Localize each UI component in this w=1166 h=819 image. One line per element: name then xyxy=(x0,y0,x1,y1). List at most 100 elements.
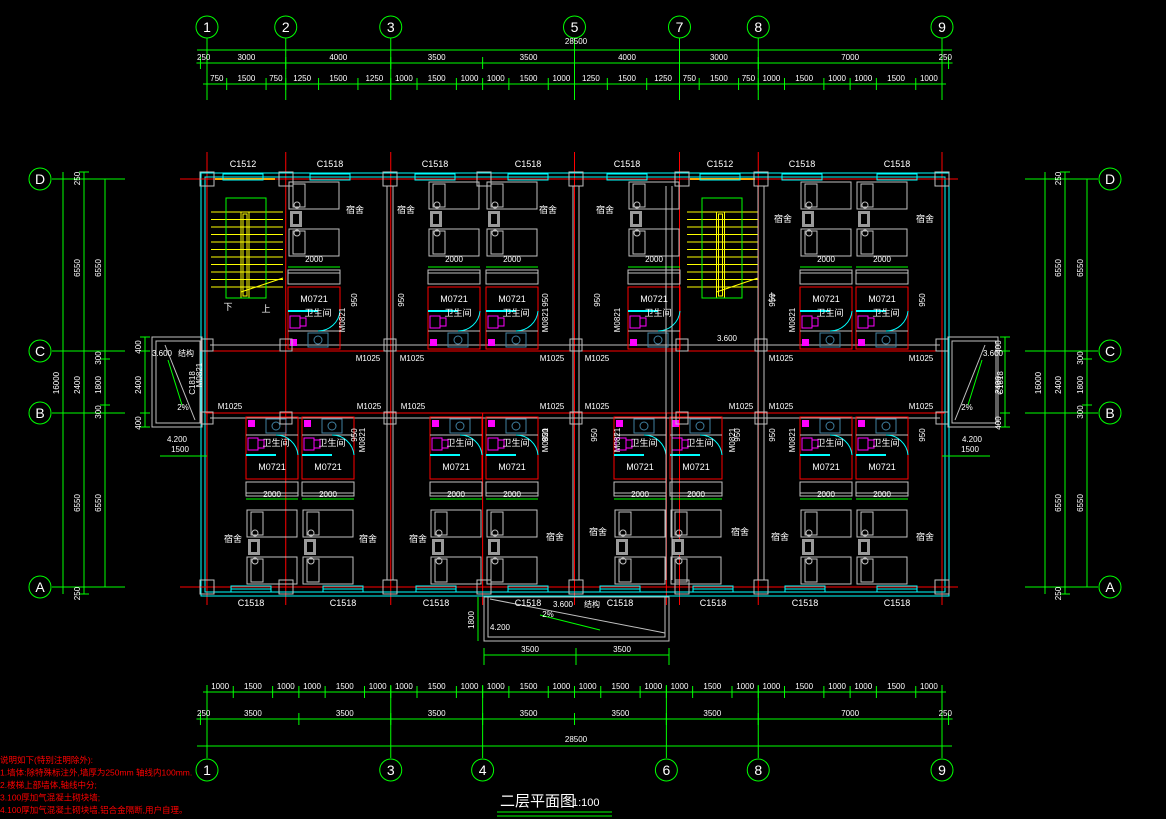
side-door-label: M0821 xyxy=(358,427,367,452)
room-door-label: M1025 xyxy=(540,354,565,363)
column xyxy=(569,411,583,425)
dimension-text: 6550 xyxy=(1076,494,1085,512)
general-note: 说明如下(特别注明除外): xyxy=(0,755,93,765)
dimension-text: 2400 xyxy=(994,376,1003,394)
dimension-text: 1500 xyxy=(244,682,262,691)
axis-bubble xyxy=(379,15,403,39)
ground-level: 4.200 xyxy=(490,623,511,632)
axis-label-left: C xyxy=(35,343,45,359)
axis-label-bottom: 6 xyxy=(662,762,670,778)
dimension-text: 1000 xyxy=(854,682,872,691)
dimension-text: 1500 xyxy=(710,74,728,83)
window-label-top: C1518 xyxy=(515,159,542,169)
dimension-text: 1000 xyxy=(854,74,872,83)
dimension-text: 400 xyxy=(134,416,143,430)
axis-label-bottom: 9 xyxy=(938,762,946,778)
column xyxy=(568,579,584,595)
axis-label-top: 9 xyxy=(938,19,946,35)
dimension-text: 1000 xyxy=(644,682,662,691)
column xyxy=(383,338,397,352)
dimension-text: 400 xyxy=(134,340,143,354)
dimension-text: 6550 xyxy=(94,494,103,512)
bath-door-label: M0721 xyxy=(868,294,896,304)
dorm-units xyxy=(245,181,909,585)
bath-door-label: M0721 xyxy=(626,462,654,472)
dimension-text: 7000 xyxy=(841,53,859,62)
unit-width-dim: 2000 xyxy=(873,255,891,264)
unit-width-dim: 2000 xyxy=(445,255,463,264)
room-door-label: M1025 xyxy=(357,402,382,411)
dimension-text: 250 xyxy=(1054,586,1063,600)
bathroom-label: 卫生间 xyxy=(502,307,529,318)
axis-bubble xyxy=(471,758,495,782)
unit-width-dim: 2000 xyxy=(503,490,521,499)
window-label-bottom: C1518 xyxy=(423,598,450,608)
window-label-bottom: C1518 xyxy=(238,598,265,608)
dimension-text: 250 xyxy=(1054,171,1063,185)
room-label-dorm: 宿舍 xyxy=(589,526,607,537)
room-door-label: M1025 xyxy=(769,402,794,411)
bathroom-label: 卫生间 xyxy=(318,437,345,448)
dimension-text: 1000 xyxy=(277,682,295,691)
floor-level: 3.600 xyxy=(983,349,1004,358)
axis-bubble xyxy=(1098,401,1122,425)
bath-door-label: M0721 xyxy=(812,294,840,304)
bath-dim: 950 xyxy=(541,293,550,307)
axis-bubble xyxy=(28,575,52,599)
side-door-label: M0821 xyxy=(338,307,347,332)
dimension-text: 300 xyxy=(1076,405,1085,419)
bath-dim: 950 xyxy=(768,293,777,307)
bath-door-label: M0721 xyxy=(640,294,668,304)
room-label-dorm: 宿舍 xyxy=(596,204,614,215)
dimension-text: 1800 xyxy=(94,376,103,394)
dimension-text: 1000 xyxy=(762,682,780,691)
dimension-text: 300 xyxy=(94,405,103,419)
dimension-text: 7000 xyxy=(841,709,859,718)
side-door-label: M0821 xyxy=(788,427,797,452)
dimension-text: 1000 xyxy=(579,682,597,691)
axis-bubble xyxy=(746,15,770,39)
dimension-text: 1500 xyxy=(795,74,813,83)
dimension-text: 1000 xyxy=(211,682,229,691)
stair-down-label: 下 xyxy=(223,302,232,312)
column xyxy=(279,338,293,352)
dimension-text: 6550 xyxy=(94,259,103,277)
dimension-text: 1250 xyxy=(654,74,672,83)
dimension-text: 250 xyxy=(939,709,953,718)
dimension-total-bottom: 28500 xyxy=(565,735,588,744)
dimension-text: 1000 xyxy=(395,74,413,83)
bathroom-label: 卫生间 xyxy=(816,437,843,448)
axis-label-top: 8 xyxy=(754,19,762,35)
column xyxy=(476,579,492,595)
room-door-label: M1025 xyxy=(400,354,425,363)
structure-label: 结构 xyxy=(584,599,600,609)
unit-width-dim: 2000 xyxy=(817,255,835,264)
dimension-text: 6550 xyxy=(73,494,82,512)
dimension-text: 1000 xyxy=(303,682,321,691)
bath-door-label: M0721 xyxy=(258,462,286,472)
column xyxy=(476,171,492,187)
dimension-text: 1000 xyxy=(828,682,846,691)
window-label-bottom: C1518 xyxy=(700,598,727,608)
column xyxy=(934,171,950,187)
dimension-text: 1500 xyxy=(612,682,630,691)
dimension-total-top: 28500 xyxy=(565,37,588,46)
dimension-text: 1500 xyxy=(520,682,538,691)
room-door-label: M1025 xyxy=(401,402,426,411)
dimension-text: 1000 xyxy=(828,74,846,83)
bath-door-label: M0721 xyxy=(682,462,710,472)
column xyxy=(674,171,690,187)
side-door-label: M0821 xyxy=(788,307,797,332)
side-door-label: M0821 xyxy=(195,362,204,387)
ground-level: 4.200 xyxy=(167,435,188,444)
bath-dim: 950 xyxy=(590,428,599,442)
dimension-text: 2400 xyxy=(1054,376,1063,394)
room-label-dorm: 宿舍 xyxy=(539,204,557,215)
side-door-label: M0821 xyxy=(541,427,550,452)
dimension-text: 1500 xyxy=(336,682,354,691)
dimension-text: 6550 xyxy=(1076,259,1085,277)
axis-label-bottom: 8 xyxy=(754,762,762,778)
bath-door-label: M0721 xyxy=(498,294,526,304)
drawing-scale: 1:100 xyxy=(572,797,600,809)
